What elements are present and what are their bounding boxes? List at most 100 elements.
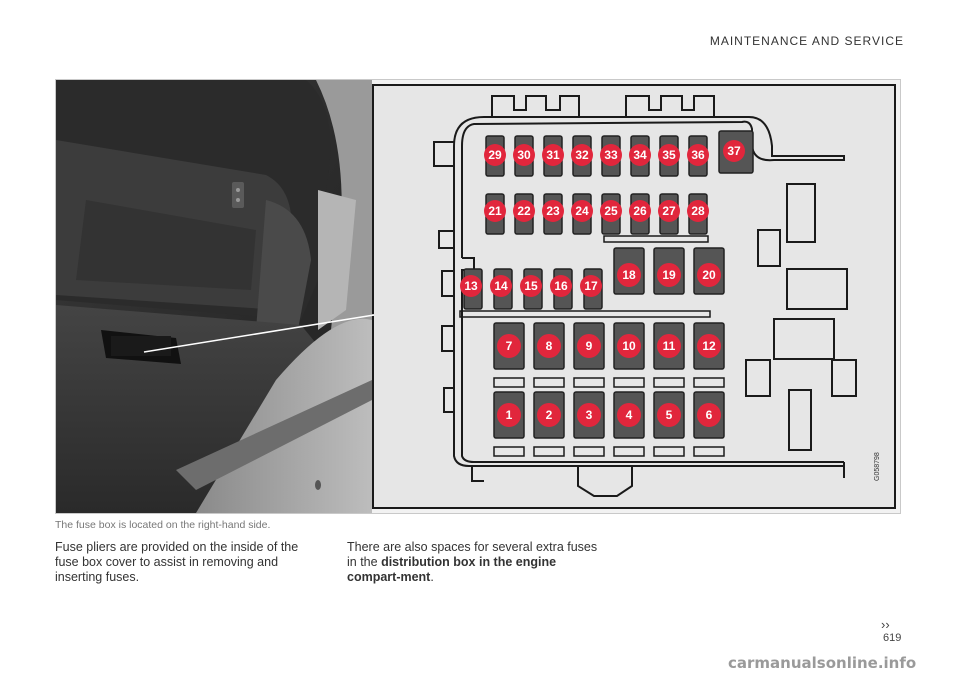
fuse-number: 25 bbox=[604, 204, 618, 218]
fuse-number: 21 bbox=[488, 204, 502, 218]
fuse-29: 29 bbox=[484, 135, 506, 177]
fuse-number: 11 bbox=[663, 339, 676, 353]
fuse-34: 34 bbox=[629, 135, 651, 177]
fuse-label-badge bbox=[629, 144, 651, 166]
fuse-35: 35 bbox=[658, 135, 680, 177]
fuse-32: 32 bbox=[571, 135, 593, 177]
figure-code: G058798 bbox=[874, 452, 881, 481]
fuse-36: 36 bbox=[687, 135, 709, 177]
fuse-label-badge bbox=[484, 144, 506, 166]
fuse-label-badge bbox=[571, 200, 593, 222]
fuse-label-badge bbox=[617, 334, 641, 358]
fuse-number: 3 bbox=[586, 408, 593, 422]
col2-suffix: . bbox=[430, 570, 434, 584]
fuse-2: 2 bbox=[533, 391, 565, 439]
fuse-10: 10 bbox=[613, 322, 645, 370]
fuse-37: 37 bbox=[718, 130, 754, 174]
fuse-number: 36 bbox=[691, 148, 705, 162]
fuse-number: 16 bbox=[554, 279, 568, 293]
fuse-label-badge bbox=[657, 334, 681, 358]
fuse-number: 22 bbox=[517, 204, 531, 218]
fuse-label-badge bbox=[542, 144, 564, 166]
fuse-label-badge bbox=[513, 200, 535, 222]
fuse-label-badge bbox=[657, 263, 681, 287]
fuse-number: 34 bbox=[633, 148, 647, 162]
next-page-marker: ›› bbox=[881, 617, 890, 632]
fuse-number: 9 bbox=[586, 339, 593, 353]
fuse-label-badge bbox=[658, 144, 680, 166]
fuse-label-badge bbox=[484, 200, 506, 222]
fuse-24: 24 bbox=[571, 193, 593, 235]
fuse-number: 8 bbox=[546, 339, 553, 353]
fuse-number: 12 bbox=[702, 339, 716, 353]
fuse-label-badge bbox=[490, 275, 512, 297]
fuse-30: 30 bbox=[513, 135, 535, 177]
fuse-number: 13 bbox=[464, 279, 478, 293]
fuse-number: 15 bbox=[524, 279, 538, 293]
fuse-number: 27 bbox=[662, 204, 676, 218]
fuse-25: 25 bbox=[600, 193, 622, 235]
fuse-label-badge bbox=[577, 403, 601, 427]
fuse-label-badge bbox=[542, 200, 564, 222]
fuse-number: 23 bbox=[546, 204, 560, 218]
fuse-15: 15 bbox=[520, 268, 543, 310]
fuse-22: 22 bbox=[513, 193, 535, 235]
fuse-number: 6 bbox=[706, 408, 713, 422]
fuse-label-badge bbox=[577, 334, 601, 358]
col2-prefix: There are also spaces for several extra … bbox=[347, 540, 598, 569]
watermark: carmanualsonline.info bbox=[728, 654, 917, 672]
engine-distribution-box-link[interactable]: distribution box in the engine compart-m… bbox=[347, 555, 557, 584]
fuse-12: 12 bbox=[693, 322, 725, 370]
fuse-3: 3 bbox=[573, 391, 605, 439]
fuse-number: 1 bbox=[506, 408, 513, 422]
fuse-number: 20 bbox=[702, 268, 716, 282]
fuse-26: 26 bbox=[629, 193, 651, 235]
fuse-18: 18 bbox=[613, 247, 645, 295]
fuse-6: 6 bbox=[693, 391, 725, 439]
fuse-label-badge bbox=[600, 200, 622, 222]
fuse-label-badge bbox=[697, 403, 721, 427]
fuse-label-badge bbox=[497, 334, 521, 358]
fuse-number: 5 bbox=[666, 408, 673, 422]
fuse-label-badge bbox=[697, 334, 721, 358]
fuse-1: 1 bbox=[493, 391, 525, 439]
fuse-label-badge bbox=[617, 403, 641, 427]
trunk-photo bbox=[56, 80, 372, 513]
fuse-14: 14 bbox=[490, 268, 513, 310]
fuse-label-badge bbox=[687, 144, 709, 166]
fuse-number: 14 bbox=[494, 279, 508, 293]
body-text-col1: Fuse pliers are provided on the inside o… bbox=[55, 540, 299, 584]
fuse-number: 17 bbox=[584, 279, 598, 293]
fuse-20: 20 bbox=[693, 247, 725, 295]
fuse-number: 24 bbox=[575, 204, 589, 218]
fuse-4: 4 bbox=[613, 391, 645, 439]
fuse-label-badge bbox=[697, 263, 721, 287]
svg-text:37: 37 bbox=[727, 144, 741, 158]
figure-caption: The fuse box is located on the right-han… bbox=[55, 519, 271, 531]
fuse-number: 33 bbox=[604, 148, 618, 162]
fuse-number: 10 bbox=[622, 339, 636, 353]
fuse-label-badge bbox=[513, 144, 535, 166]
fuse-27: 27 bbox=[658, 193, 680, 235]
body-text-col2: There are also spaces for several extra … bbox=[347, 540, 607, 585]
fuse-label-badge bbox=[600, 144, 622, 166]
fuse-13: 13 bbox=[460, 268, 483, 310]
fuse-7: 7 bbox=[493, 322, 525, 370]
fuse-16: 16 bbox=[550, 268, 573, 310]
fuse-number: 32 bbox=[575, 148, 589, 162]
fuse-5: 5 bbox=[653, 391, 685, 439]
fuse-label-badge bbox=[571, 144, 593, 166]
fuse-label-badge bbox=[520, 275, 542, 297]
fuse-label-badge bbox=[617, 263, 641, 287]
fuse-label-badge bbox=[460, 275, 482, 297]
fuse-label-badge bbox=[537, 403, 561, 427]
fuse-number: 31 bbox=[546, 148, 560, 162]
fuse-label-badge bbox=[580, 275, 602, 297]
fuse-number: 7 bbox=[506, 339, 513, 353]
fuse-23: 23 bbox=[542, 193, 564, 235]
fuse-number: 4 bbox=[626, 408, 633, 422]
fuse-label-badge bbox=[550, 275, 572, 297]
fuse-8: 8 bbox=[533, 322, 565, 370]
